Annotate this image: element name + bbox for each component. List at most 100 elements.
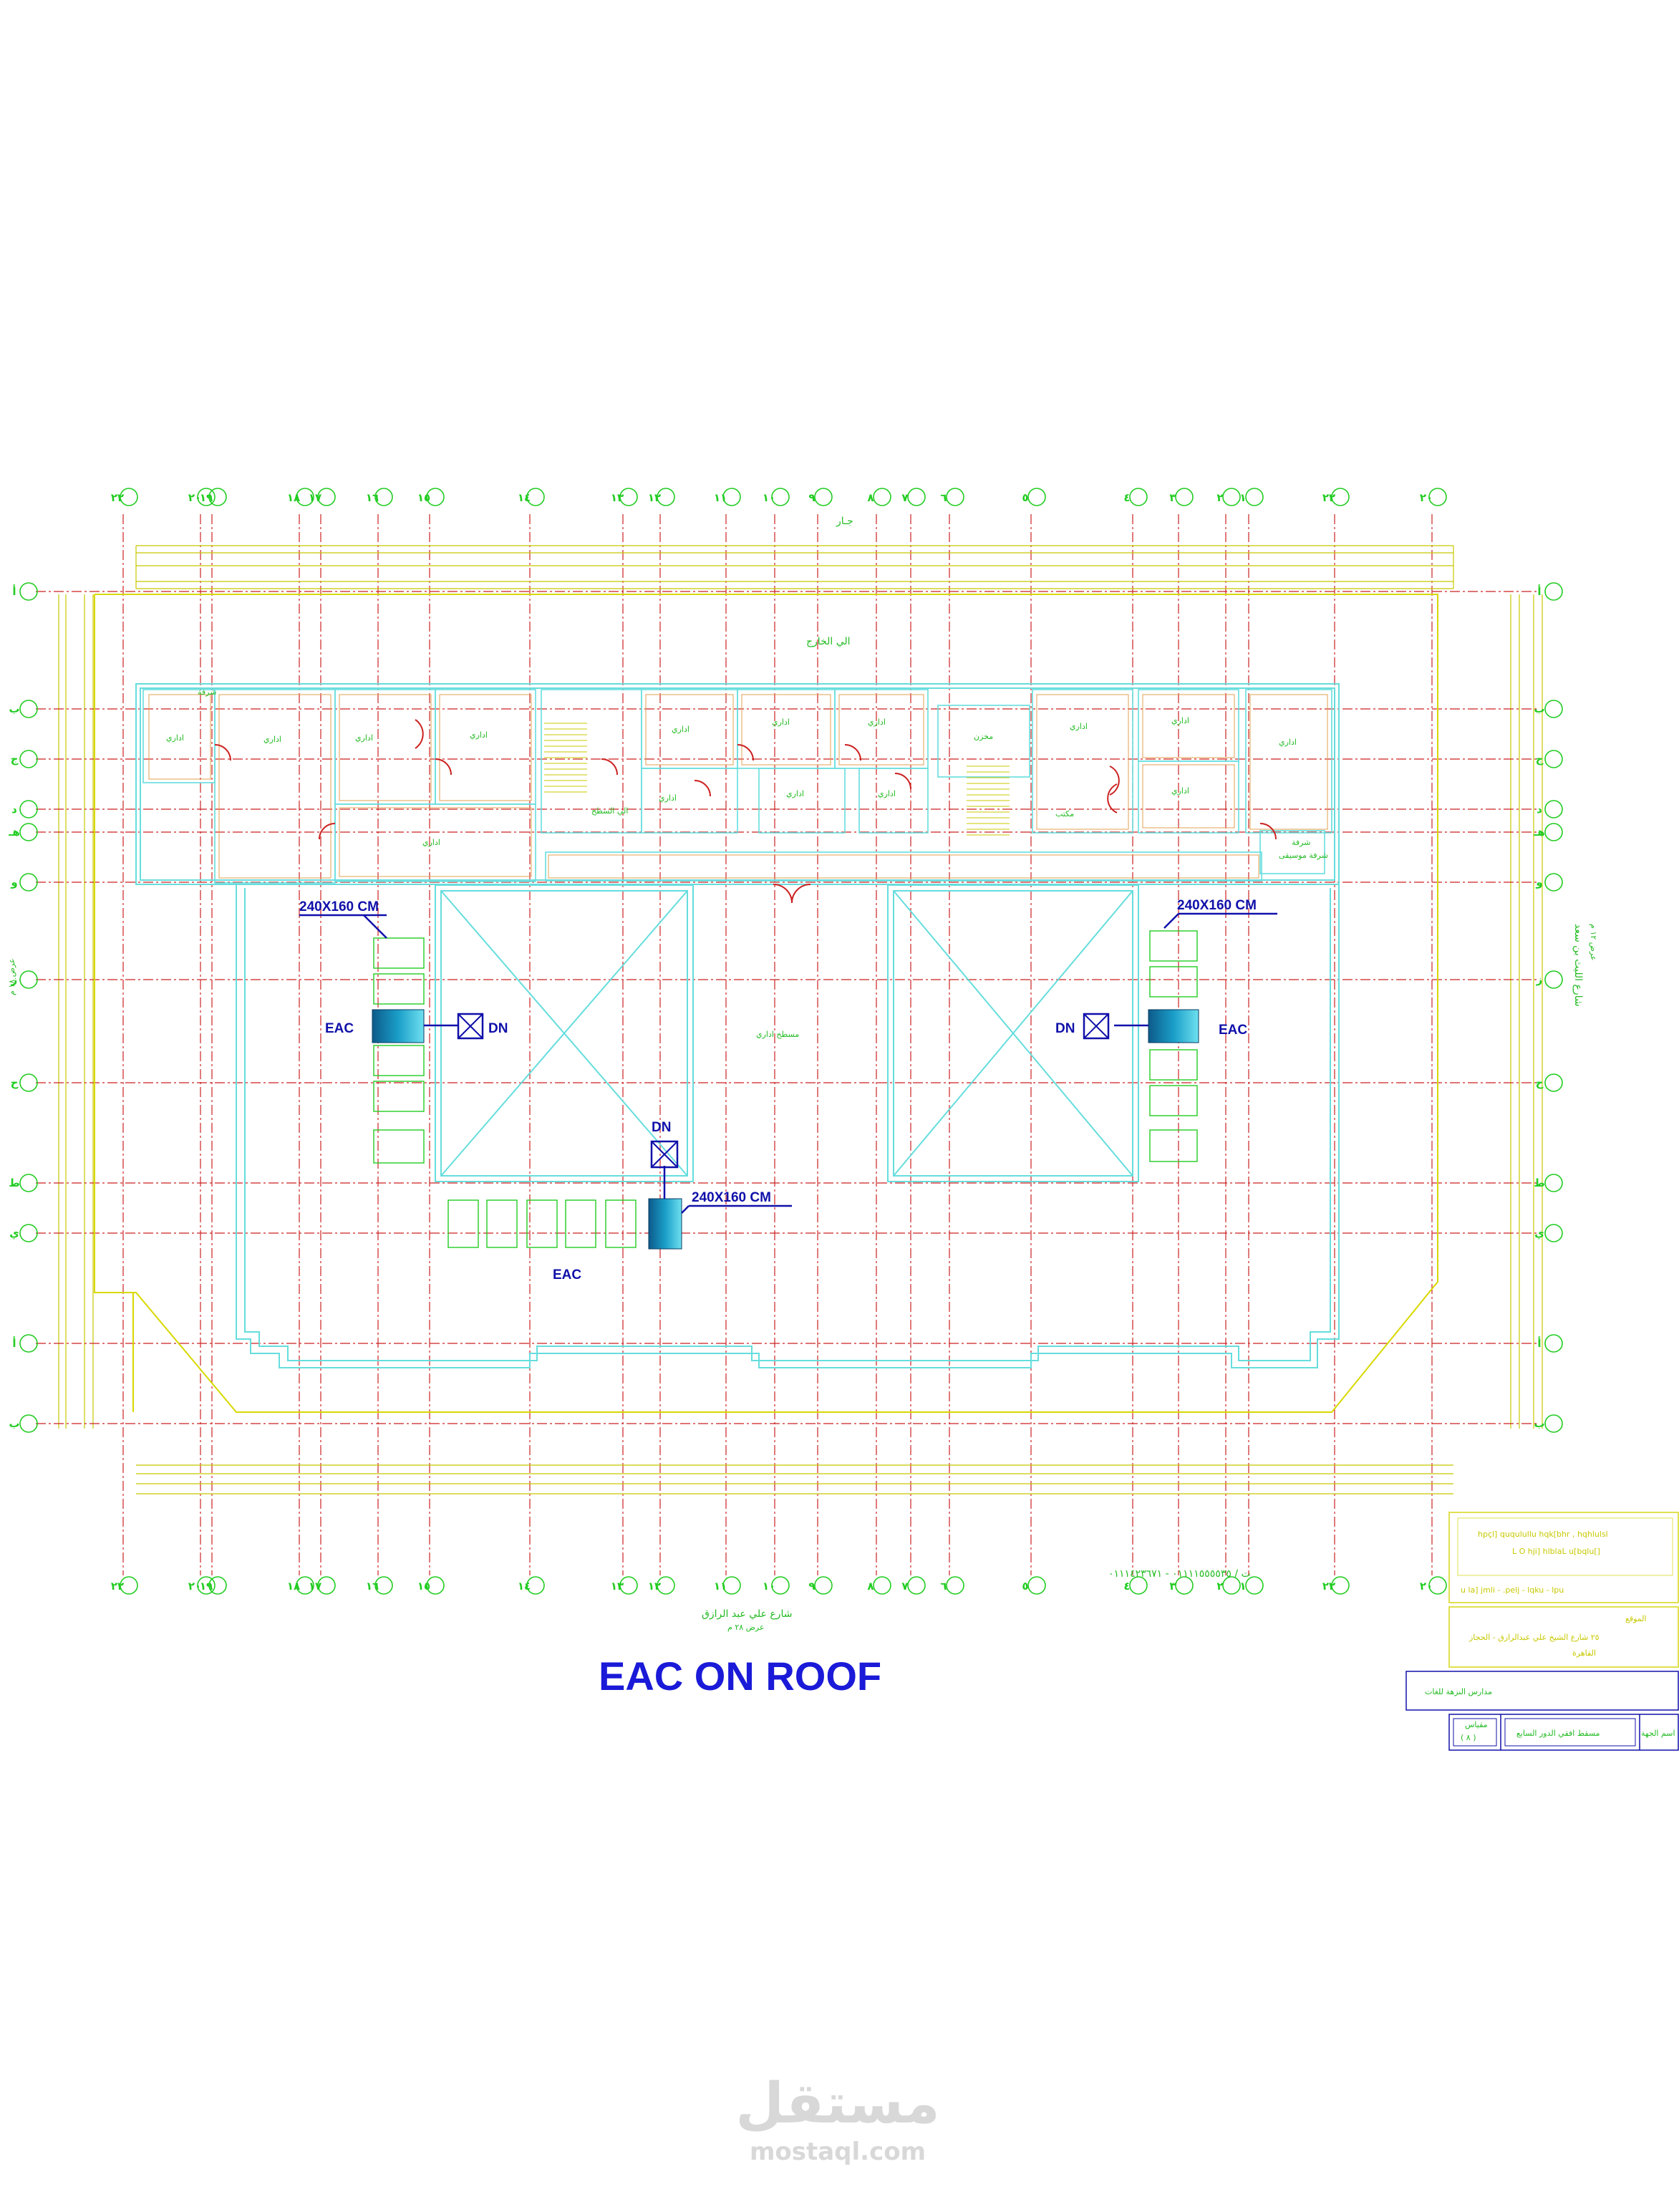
- grid-bubble-bottom: [1175, 1576, 1194, 1595]
- room-admin-1: اداري: [166, 733, 184, 743]
- dn-right-label: DN: [1055, 1021, 1075, 1036]
- tb-project: مدارس النزهة للغات: [1425, 1687, 1492, 1696]
- grid-label-bottom: ٢٢: [1322, 1580, 1335, 1593]
- grid-bubble-bottom: [1428, 1576, 1447, 1595]
- row-bubble-left: [19, 1174, 38, 1192]
- watermark: مستقل mostaql.com: [735, 2072, 939, 2166]
- grid-label-bottom: ٢٠: [188, 1580, 201, 1593]
- room-admin-4: اداري: [470, 730, 488, 740]
- grid-label-bottom: ١٣: [611, 1580, 624, 1593]
- grid-label-bottom: ٢٠: [1420, 1580, 1433, 1593]
- row-bubble-right: [1544, 823, 1563, 841]
- drain-box-left: [457, 1013, 484, 1040]
- room-admin-12: اداري: [1070, 722, 1088, 731]
- row-bubble-right: [1544, 1073, 1563, 1092]
- grid-bubble-bottom: [771, 1576, 790, 1595]
- row-label-left: ي: [9, 1227, 19, 1240]
- grid-bubble-top: [657, 488, 675, 506]
- row-label-right: ب: [1534, 702, 1544, 715]
- street-right: شارع الليث بن سعد: [1572, 924, 1584, 1007]
- row-bubble-left: [19, 800, 38, 818]
- room-admin-5: اداري: [422, 838, 440, 847]
- grid-bubble-top: [120, 488, 138, 506]
- row-label-right: و: [1535, 876, 1542, 889]
- tb-location-2: القاهرة: [1572, 1648, 1596, 1658]
- grid-bubble-top: [722, 488, 741, 506]
- street-right-width: عرض ١٢ م: [1589, 924, 1598, 961]
- grid-label-top: ١١: [714, 491, 727, 504]
- grid-bubble-bottom: [722, 1576, 741, 1595]
- grid-bubble-top: [1245, 488, 1264, 506]
- tb-sheet-no-label: مقياس: [1465, 1720, 1488, 1729]
- grid-bubble-bottom: [1027, 1576, 1046, 1595]
- dn-left-label: DN: [488, 1021, 508, 1036]
- street-labels: شارع علي عبد الرازق عرض ٢٨ م شارع الليث …: [7, 924, 1598, 1632]
- grid-bubble-bottom: [120, 1576, 138, 1595]
- row-bubble-left: [19, 823, 38, 841]
- room-stairs-up: الي السطح: [591, 806, 628, 816]
- eac-bottom-label: EAC: [553, 1267, 581, 1283]
- phone-numbers: ت / ٠١١١١٥٥٥٥٣٥ - ٠١١١٤٢٣٦٧١: [1108, 1568, 1251, 1580]
- room-admin-15: اداري: [1279, 738, 1297, 747]
- row-label-left: أ: [12, 584, 16, 598]
- grid-label-top: ١٩: [200, 491, 213, 504]
- row-label-left: ط: [9, 1177, 20, 1189]
- grid-label-bottom: ٩: [808, 1580, 815, 1593]
- row-label-left: ح: [11, 1076, 19, 1089]
- grid-bubble-top: [208, 488, 227, 506]
- row-label-right: ز: [1536, 973, 1543, 986]
- grid-label-top: ١٨: [287, 491, 300, 504]
- grid-bubble-top: [814, 488, 833, 506]
- grid-bubble-top: [946, 488, 964, 506]
- row-label-left: و: [10, 876, 17, 889]
- row-bubble-right: [1544, 582, 1563, 601]
- grid-label-bottom: ٣: [1169, 1580, 1176, 1593]
- tb-owner-label: اسم الجهة: [1641, 1729, 1675, 1738]
- eac-unit-right: EAC DN 240X160 CM: [1055, 898, 1277, 1043]
- eac-unit-left-body: [372, 1009, 425, 1043]
- grid-label-bottom: ١٩: [200, 1580, 213, 1593]
- grid-bubble-top: [426, 488, 445, 506]
- grid-bubble-bottom: [197, 1576, 216, 1595]
- row-bubble-right: [1544, 800, 1563, 818]
- grid-bubble-bottom: [814, 1576, 833, 1595]
- tb-header-2: L O hji] hlblaL u[bqlu[]: [1512, 1547, 1600, 1556]
- drain-box-right: [1083, 1013, 1110, 1040]
- left-ac-grilles: [373, 937, 425, 1164]
- grid-bubble-top: [1175, 488, 1194, 506]
- grid-label-top: ١٤: [518, 491, 531, 504]
- row-bubble-right: [1544, 1174, 1563, 1192]
- dn-bottom-label: DN: [652, 1120, 671, 1135]
- side-dimension-lines: [58, 594, 1543, 1429]
- row-label-left: ب: [9, 702, 19, 715]
- grid-label-top: ٢٠: [1420, 491, 1433, 504]
- row-bubble-left: [19, 1073, 38, 1092]
- street-bottom-width: عرض ٢٨ م: [727, 1623, 765, 1632]
- grid-label-bottom: ١: [1239, 1580, 1246, 1593]
- row-label-left: أ: [12, 1336, 16, 1350]
- grid-label-top: ٢٢: [1322, 491, 1335, 504]
- room-admin-3: اداري: [355, 733, 373, 743]
- room-admin-10: اداري: [786, 789, 804, 798]
- row-bubble-left: [19, 1414, 38, 1433]
- grid-bubble-bottom: [1245, 1576, 1264, 1595]
- grid-label-bottom: ٢٢: [111, 1580, 124, 1593]
- interior-walls: [142, 689, 1332, 884]
- grid-label-top: ١٠: [763, 491, 775, 504]
- row-label-right: ج: [1536, 753, 1544, 765]
- row-label-left: د: [11, 803, 17, 816]
- grid-label-bottom: ١١: [714, 1580, 727, 1593]
- room-office: مكتب: [1055, 809, 1074, 818]
- grid-label-bottom: ٤: [1123, 1580, 1130, 1593]
- grid-label-bottom: ١٠: [763, 1580, 775, 1593]
- grid-bubble-top: [1129, 488, 1148, 506]
- right-ac-grilles: [1149, 930, 1198, 1162]
- row-label-left: هـ: [8, 826, 20, 839]
- eac-unit-bottom-body: [648, 1198, 682, 1250]
- grid-bubble-top: [907, 488, 926, 506]
- row-bubble-left: [19, 582, 38, 601]
- tb-header-3: u la] jmli - .pelj - lqku - lpu: [1461, 1585, 1564, 1595]
- grid-bubble-bottom: [1331, 1576, 1350, 1595]
